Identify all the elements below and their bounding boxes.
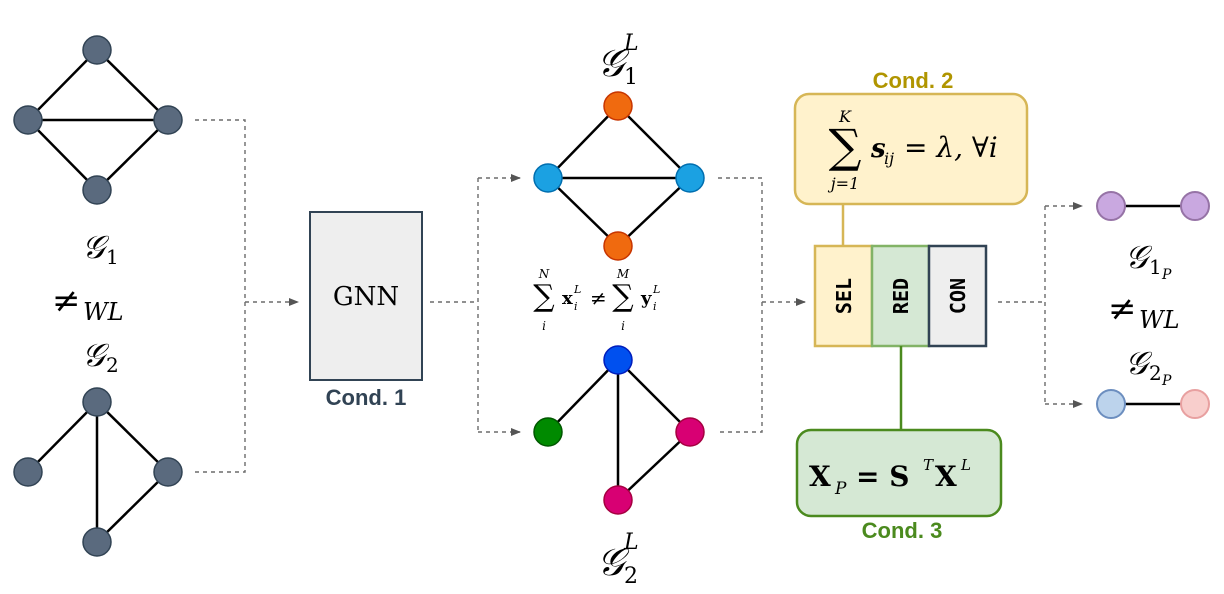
sum-inequality: N ∑ i x L i ≠ M ∑ i y L i: [533, 267, 660, 333]
graph-node: [1096, 389, 1126, 419]
graph-node: [13, 105, 43, 135]
edge: [96, 471, 169, 543]
red-label: RED: [889, 278, 913, 314]
edge: [547, 105, 619, 179]
cond3-XL-sup: L: [960, 456, 971, 474]
graph-node: [153, 105, 183, 135]
cond2-rest: = λ, ∀i: [904, 131, 998, 164]
label-g2L-sup: L: [623, 530, 639, 555]
y-symbol: y: [640, 288, 652, 309]
sel-box: [813, 244, 874, 348]
gnn-box: [309, 211, 423, 381]
graph-g1p: [1096, 191, 1210, 221]
edge: [617, 431, 691, 501]
sel-label: SEL: [832, 278, 856, 314]
edge: [617, 359, 691, 433]
cond1-label: Cond. 1: [326, 385, 407, 410]
graph-node: [603, 91, 633, 121]
gnn-label: GNN: [333, 282, 399, 312]
label-g2p-sub: 2: [1149, 361, 1162, 385]
graph-g1L: [533, 91, 705, 261]
edge: [27, 401, 98, 473]
graph-node: [675, 163, 705, 193]
cond2-box: [793, 92, 1029, 206]
edge: [27, 49, 98, 121]
graph-node: [13, 457, 43, 487]
edge: [27, 119, 98, 191]
cond3-S-sup: T: [923, 456, 934, 474]
con-box: [927, 244, 988, 348]
con-label: CON: [946, 278, 970, 314]
sum-upper-right: M: [616, 267, 630, 281]
y-sub: i: [653, 300, 657, 313]
graph-g2p: [1096, 389, 1210, 419]
y-sup: L: [652, 283, 660, 296]
cond2-s: s: [870, 134, 886, 164]
graph-g1: [13, 35, 183, 205]
graph-node: [82, 387, 112, 417]
edge: [547, 177, 619, 247]
cond2-sum: ∑: [829, 119, 862, 173]
x-symbol: x: [562, 288, 573, 309]
graph-node: [533, 163, 563, 193]
x-sup: L: [573, 283, 581, 296]
label-g1p-sub: 1: [1149, 255, 1162, 279]
label-wl-sub: WL: [83, 298, 124, 326]
graph-g2L: [533, 345, 705, 515]
cond2-s-sub: ij: [884, 149, 894, 168]
graph-node: [603, 485, 633, 515]
label-g1p-subsub: P: [1161, 267, 1172, 283]
cond3-eq: = S: [856, 460, 909, 493]
neq-symbol: ≠: [590, 286, 607, 310]
sum-symbol-right: ∑: [612, 279, 634, 314]
cond3-label: Cond. 3: [862, 518, 943, 543]
sum-upper-left: N: [538, 267, 550, 281]
cond3-X: X: [809, 460, 831, 493]
graph-node: [153, 457, 183, 487]
sum-lower-left: i: [542, 319, 546, 333]
edge: [96, 49, 169, 121]
cond3-equation: X P = S T X L: [809, 456, 971, 499]
cond2-sum-upper: K: [838, 107, 852, 126]
red-box: [870, 244, 931, 348]
graph-node: [533, 417, 563, 447]
edge: [96, 119, 169, 191]
graph-node: [1096, 191, 1126, 221]
edge: [617, 177, 691, 247]
connector-inputs: [195, 119, 246, 473]
graph-node: [603, 345, 633, 375]
label-g1-sub: 1: [106, 245, 119, 269]
graph-g2: [13, 387, 183, 557]
graph-node: [675, 417, 705, 447]
sum-lower-right: i: [621, 319, 625, 333]
cond3-box: [795, 428, 1003, 518]
graph-node: [603, 231, 633, 261]
label-wl-sub-2: WL: [1139, 306, 1180, 334]
label-g1L-sub: 1: [624, 65, 638, 90]
label-g2L-sub: 2: [624, 564, 638, 589]
graph-node: [82, 527, 112, 557]
graph-node: [1180, 389, 1210, 419]
connector-embeddings: [718, 177, 763, 433]
cond2-sum-lower: j=1: [828, 174, 860, 193]
cond2-equation: K ∑ j=1 s ij = λ, ∀i: [828, 107, 998, 193]
label-neq-wl: ≠: [52, 281, 81, 321]
label-g1L-sup: L: [623, 31, 639, 56]
edge: [547, 359, 619, 433]
cond3-XL: X: [935, 460, 957, 493]
label-neq-wl-2: ≠: [1108, 289, 1137, 329]
graph-node: [82, 35, 112, 65]
label-g2-sub: 2: [106, 353, 119, 377]
cond2-label: Cond. 2: [873, 68, 954, 93]
graph-node: [82, 175, 112, 205]
graph-node: [1180, 191, 1210, 221]
edge: [617, 105, 691, 179]
label-g2p-subsub: P: [1161, 373, 1172, 389]
edge: [96, 401, 169, 473]
cond3-X-sub: P: [834, 479, 847, 499]
x-sub: i: [574, 300, 578, 313]
sum-symbol-left: ∑: [533, 279, 555, 314]
